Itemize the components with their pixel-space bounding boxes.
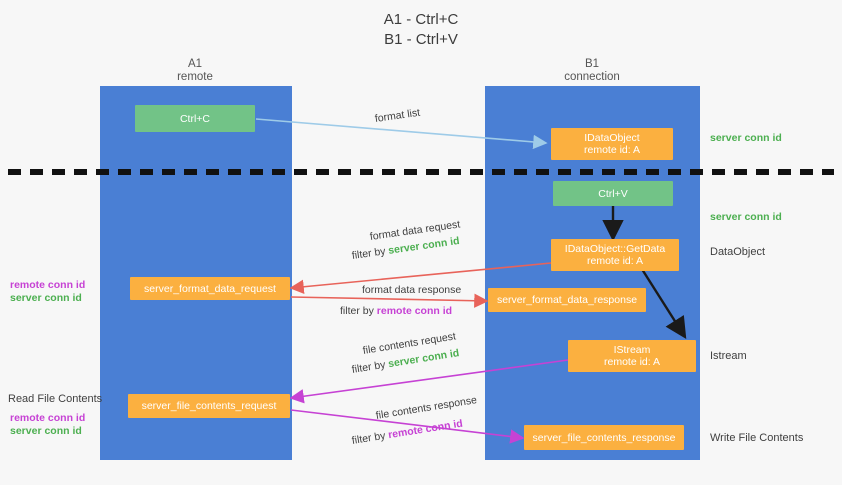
title-line-2: B1 - Ctrl+V [384,31,458,48]
left-label-read-file-contents: Read File Contents [8,393,103,405]
filter-prefix: filter by [351,244,390,262]
filter-prefix: filter by [340,305,377,317]
diagram-title: A1 - Ctrl+C B1 - Ctrl+V [0,10,842,50]
left-label-remote-conn-id-2: remote conn id [10,412,86,424]
box-getdata[interactable]: IDataObject::GetData remote id: A [551,239,679,271]
right-label-server-conn-id-top: server conn id [710,132,782,144]
filter-value-remote-conn-id: remote conn id [376,305,453,317]
box-idataobject-line2: remote id: A [583,144,641,156]
box-getdata-line2: remote id: A [586,255,644,267]
filter-prefix: filter by [350,429,390,447]
box-istream[interactable]: IStream remote id: A [568,340,696,372]
box-idataobject-line1: IDataObject [584,132,640,144]
box-ctrl-c[interactable]: Ctrl+C [135,105,255,132]
filter-value-remote-conn-id: remote conn id [387,417,464,442]
right-label-istream: Istream [710,350,747,362]
lane-a1-subtitle: remote [177,71,213,83]
left-label-server-conn-id-1: server conn id [10,292,82,304]
right-label-write-file-contents: Write File Contents [710,432,804,444]
filter-prefix: filter by [350,358,390,376]
lane-a1-title: A1 [187,58,203,70]
edge-label-format-list: format list [374,106,421,125]
left-label-remote-conn-id-1: remote conn id [10,279,86,291]
box-idataobject[interactable]: IDataObject remote id: A [551,128,673,160]
box-server-format-data-request[interactable]: server_format_data_request [130,277,290,300]
edge-label-format-data-response-filter: filter by remote conn id [340,305,452,318]
left-label-server-conn-id-2: server conn id [10,425,82,437]
lane-b1-title: B1 [584,58,600,70]
edge-label-format-data-response: format data response [362,284,462,296]
lane-header-b1: B1 connection [527,58,657,84]
lane-b1-subtitle: connection [564,71,620,83]
title-line-1: A1 - Ctrl+C [383,11,459,28]
lane-header-a1: A1 remote [130,58,260,84]
box-istream-line2: remote id: A [603,356,661,368]
box-server-file-contents-response[interactable]: server_file_contents_response [524,425,684,450]
box-server-format-data-response[interactable]: server_format_data_response [488,288,646,312]
edge-label-file-contents-response-filter: filter by remote conn id [351,418,464,448]
right-label-server-conn-id-mid: server conn id [710,211,782,223]
edge-label-file-contents-response: file contents response [374,394,478,422]
box-server-file-contents-request[interactable]: server_file_contents_request [128,394,290,418]
box-ctrl-v[interactable]: Ctrl+V [553,181,673,206]
right-label-dataobject: DataObject [710,246,766,258]
edge-label-format-data-request-filter: filter by server conn id [351,235,460,263]
box-getdata-line1: IDataObject::GetData [564,243,666,255]
box-istream-line1: IStream [613,344,651,356]
